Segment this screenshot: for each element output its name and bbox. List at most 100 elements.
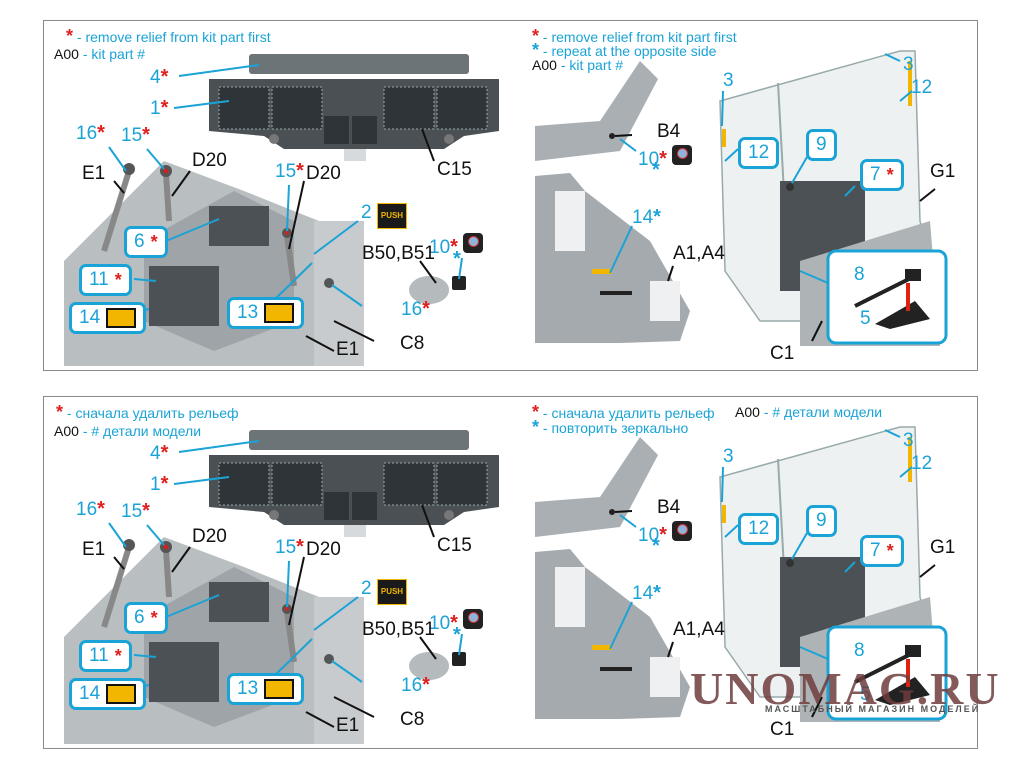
part-label-b50-b51: B50,B51 <box>362 243 435 264</box>
gauge-decal-icon <box>672 521 693 541</box>
callout-1: 1* <box>150 473 169 495</box>
part-leaders <box>113 128 437 352</box>
instrument-panel-art <box>209 430 499 537</box>
red-star-icon: * <box>160 473 169 495</box>
red-star-icon: * <box>160 97 169 119</box>
part-label-d20b: D20 <box>306 163 341 184</box>
legend-star: * - сначала удалить рельеф <box>56 402 239 422</box>
tail-boom-art <box>535 437 690 719</box>
callout-16b: 16* <box>401 674 430 696</box>
legend-star: * - remove relief from kit part first <box>66 26 271 46</box>
callout-box-13: 13 <box>227 673 305 705</box>
red-star-icon: * <box>532 26 540 46</box>
callout-5: 5 <box>860 308 871 329</box>
callout-box-7: 7* <box>860 535 904 567</box>
part-label-c15: C15 <box>437 535 472 556</box>
part-leaders <box>614 134 936 342</box>
red-star-icon: * <box>142 124 150 146</box>
callout-box-12: 12 <box>738 137 780 169</box>
callout-10: 10* <box>429 609 484 634</box>
callout-3a: 3 <box>723 70 734 91</box>
callout-16: 16* <box>76 498 105 520</box>
red-star-icon: * <box>296 160 304 182</box>
callout-box-11: 11* <box>79 640 132 672</box>
callout-box-11: 11* <box>79 264 132 296</box>
part-label-e1: E1 <box>82 539 106 560</box>
red-star-icon: * <box>150 608 158 628</box>
cyan-star-icon: * <box>532 40 540 60</box>
callout-box-6: 6* <box>124 602 168 634</box>
red-star-icon: * <box>56 402 64 422</box>
part-label-b4: B4 <box>657 121 681 142</box>
callout-leaders <box>609 429 913 660</box>
legend-cyan-star: * - повторить зеркально <box>532 417 689 437</box>
legend-kitpart: A00 - kit part # <box>54 46 146 62</box>
push-decal-icon: PUSH <box>376 579 408 605</box>
panel-cockpit-ru: * - сначала удалить рельеф A00 - # детал… <box>43 396 512 749</box>
callout-14: 14* <box>632 582 661 604</box>
cyan-star-icon: * <box>453 248 461 270</box>
panel-cockpit-en: * - remove relief from kit part first A0… <box>43 20 512 371</box>
callout-16: 16* <box>76 122 105 144</box>
legend-kitpart: A00 - # детали модели <box>735 404 883 420</box>
red-star-icon: * <box>886 541 894 561</box>
callout-3b: 3 <box>903 430 914 451</box>
panel-canopy-ru: * - сначала удалить рельеф A00 - # детал… <box>510 396 978 749</box>
callout-15: 15* <box>121 124 150 146</box>
red-star-icon: * <box>142 500 150 522</box>
callout-8: 8 <box>854 264 865 285</box>
legend-cyan-star: * - repeat at the opposite side <box>532 40 717 60</box>
callout-box-9: 9 <box>806 505 837 537</box>
callout-box-7: 7* <box>860 159 904 191</box>
callout-10: 10* <box>638 145 693 170</box>
red-star-icon: * <box>532 402 540 422</box>
cyan-star-icon: * <box>652 159 660 181</box>
callout-box-9: 9 <box>806 129 837 161</box>
cyan-star-icon: * <box>653 206 661 228</box>
gauge-decal-icon <box>672 145 693 165</box>
callout-2: 2 PUSH <box>361 579 408 605</box>
callout-8: 8 <box>854 640 865 661</box>
instrument-panel-art <box>209 54 499 161</box>
red-star-icon: * <box>97 122 105 144</box>
callout-leaders <box>609 53 913 284</box>
callout-16b: 16* <box>401 298 430 320</box>
callout-box-12: 12 <box>738 513 780 545</box>
part-label-g1: G1 <box>930 161 956 182</box>
part-label-d20b: D20 <box>306 539 341 560</box>
part-label-c8: C8 <box>400 333 425 354</box>
red-star-icon: * <box>150 232 158 252</box>
red-star-icon: * <box>97 498 105 520</box>
part-label-a1-a4: A1,A4 <box>673 619 725 640</box>
callout-15: 15* <box>121 500 150 522</box>
callout-box-6: 6* <box>124 226 168 258</box>
watermark-tagline: МАСШТАБНЫЙ МАГАЗИН МОДЕЛЕЙ <box>765 704 981 714</box>
canopy-illustration <box>535 426 948 722</box>
legend-kitpart: A00 - # детали модели <box>54 423 202 439</box>
panel-canopy-en: * - remove relief from kit part first * … <box>510 20 978 371</box>
red-star-icon: * <box>66 26 74 46</box>
red-star-icon: * <box>659 524 667 546</box>
inset-detail-box <box>826 249 948 345</box>
canopy-illustration <box>535 50 948 346</box>
part-label-e1b: E1 <box>336 715 360 736</box>
red-star-icon: * <box>114 646 122 666</box>
part-label-d20: D20 <box>192 150 227 171</box>
callout-15b: 15* <box>275 536 304 558</box>
callout-3b: 3 <box>903 54 914 75</box>
part-label-e1b: E1 <box>336 339 360 360</box>
warning-decal-icon <box>106 684 137 704</box>
legend-kitpart: A00 - kit part # <box>532 57 624 73</box>
red-star-icon: * <box>422 298 430 320</box>
callout-12b: 12 <box>911 77 933 98</box>
part-label-c15: C15 <box>437 159 472 180</box>
part-label-a1-a4: A1,A4 <box>673 243 725 264</box>
cyan-star-icon: * <box>652 535 660 557</box>
part-label-b4: B4 <box>657 497 681 518</box>
red-star-icon: * <box>886 165 894 185</box>
tail-boom-art <box>535 61 690 343</box>
push-decal-icon: PUSH <box>376 203 408 229</box>
part-label-e1: E1 <box>82 163 106 184</box>
red-star-icon: * <box>160 442 169 464</box>
cyan-star-icon: * <box>653 582 661 604</box>
